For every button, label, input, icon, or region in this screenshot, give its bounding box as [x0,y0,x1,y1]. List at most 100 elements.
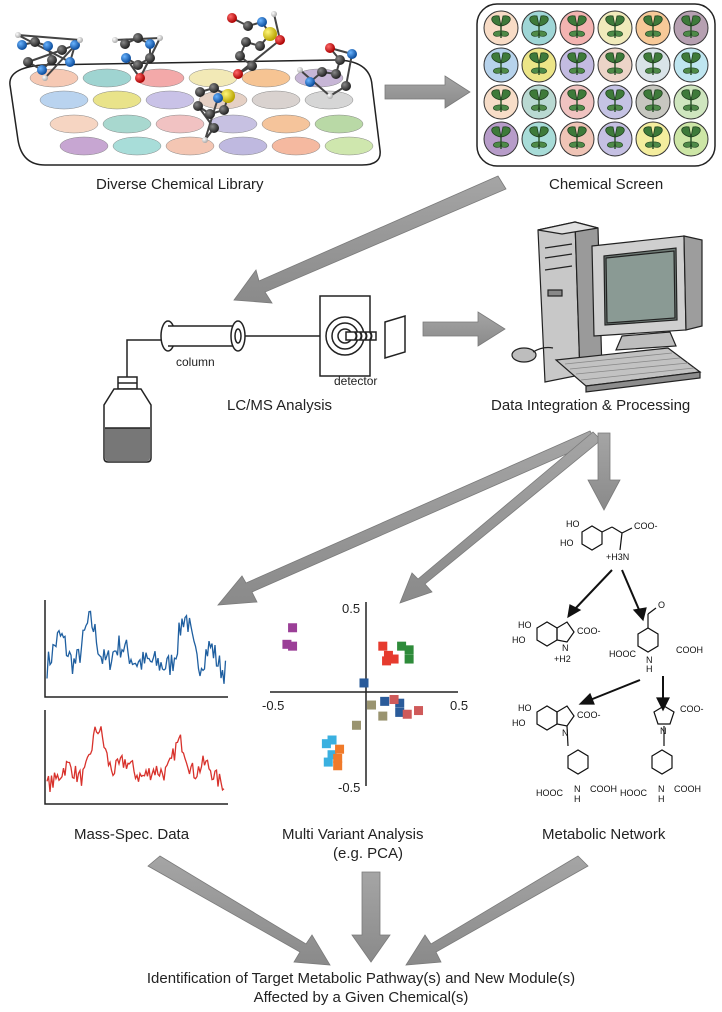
pca-x-max-label: 0.5 [450,698,469,713]
chem-ho: HO [512,718,526,728]
seedling-leaf [652,89,663,101]
arrow-data-to-massspec [217,430,597,606]
library-well [82,68,132,88]
pca-point [414,706,424,716]
chem-coo: COO- [634,521,658,531]
arrow-massspec-to-final [147,855,331,966]
seedling-leaf [500,89,511,101]
pca-point [378,641,388,651]
seedling-leaf [652,15,663,27]
library-label: Diverse Chemical Library [96,176,264,193]
pca-point [333,761,343,771]
library-well [59,136,109,156]
library-well [304,90,354,110]
chem-n: N [562,643,569,653]
pca-point [282,639,292,649]
atom [17,40,27,50]
atom [42,75,48,81]
pca-point [389,654,399,664]
atom [145,39,155,49]
seedling-leaf [538,52,549,64]
seedling-leaf [567,52,578,64]
seedling-leaf [500,52,511,64]
seedling-leaf [681,89,692,101]
seedling-leaf [576,126,587,138]
pca-point [333,753,343,763]
chem-h: H [646,664,653,674]
atom [209,123,219,133]
atom [275,35,285,45]
chem-ho: HO [560,538,574,548]
seedling-leaf [643,15,654,27]
pca-point [321,739,331,749]
seedling-leaf [500,126,511,138]
seedling-leaf [538,89,549,101]
library-well [102,114,152,134]
chem-hooc: HOOC [609,649,636,659]
lcms-instrument [103,295,406,463]
chem-ho: HO [518,703,532,713]
seedling-leaf [538,15,549,27]
chem-n: N [562,728,569,738]
atom [209,83,219,93]
atom [43,41,53,51]
library-well [29,68,79,88]
atom [213,93,223,103]
atom [271,11,277,17]
final-outcome: Identification of Target Metabolic Pathw… [0,969,722,1007]
atom [335,55,345,65]
seedling-leaf [529,126,540,138]
seedling-leaf [576,52,587,64]
seedling-leaf [567,126,578,138]
atom [219,105,229,115]
seedling-leaf [605,15,616,27]
pca-point [327,750,337,760]
detector-label: detector [334,374,378,388]
seedling-leaf [652,126,663,138]
atom [331,69,341,79]
seedling-leaf [681,15,692,27]
pca-plot [270,602,458,786]
pca-point [395,698,405,708]
pca-point [323,757,333,767]
atom [112,37,118,43]
pca-point [378,711,388,721]
arrow-library-to-screen [384,75,471,109]
seedling-leaf [681,52,692,64]
seedling-leaf [529,15,540,27]
library-well [49,114,99,134]
library-well [261,114,311,134]
seedling-leaf [614,52,625,64]
atom [195,87,205,97]
library-well [112,136,162,156]
seedling-leaf [690,89,701,101]
network-label: Metabolic Network [542,826,666,843]
atom [297,67,303,73]
atom [233,69,243,79]
chem-hooc: HOOC [620,788,647,798]
chem-n: N [658,784,665,794]
chem-n: N [660,726,667,736]
seedling-leaf [643,89,654,101]
mass-spec-charts [44,600,228,805]
library-well [324,136,374,156]
atom [57,45,67,55]
final-line-2: Affected by a Given Chemical(s) [253,989,469,1006]
seedling-leaf [690,126,701,138]
pca-point [395,707,405,717]
seedling-leaf [491,126,502,138]
chem-n: N [646,655,653,665]
seedling-leaf [643,52,654,64]
pca-y-min-label: -0.5 [338,780,361,795]
pca-point [351,720,361,730]
pca-point [380,696,390,706]
chemical-library-plate [9,59,381,166]
atom [247,61,257,71]
screen-label: Chemical Screen [549,176,664,193]
chem-coo: COO- [577,710,601,720]
library-well [218,136,268,156]
atom [133,60,143,70]
pca-point [288,623,298,633]
mva-sublabel: (e.g. PCA) [333,845,404,862]
